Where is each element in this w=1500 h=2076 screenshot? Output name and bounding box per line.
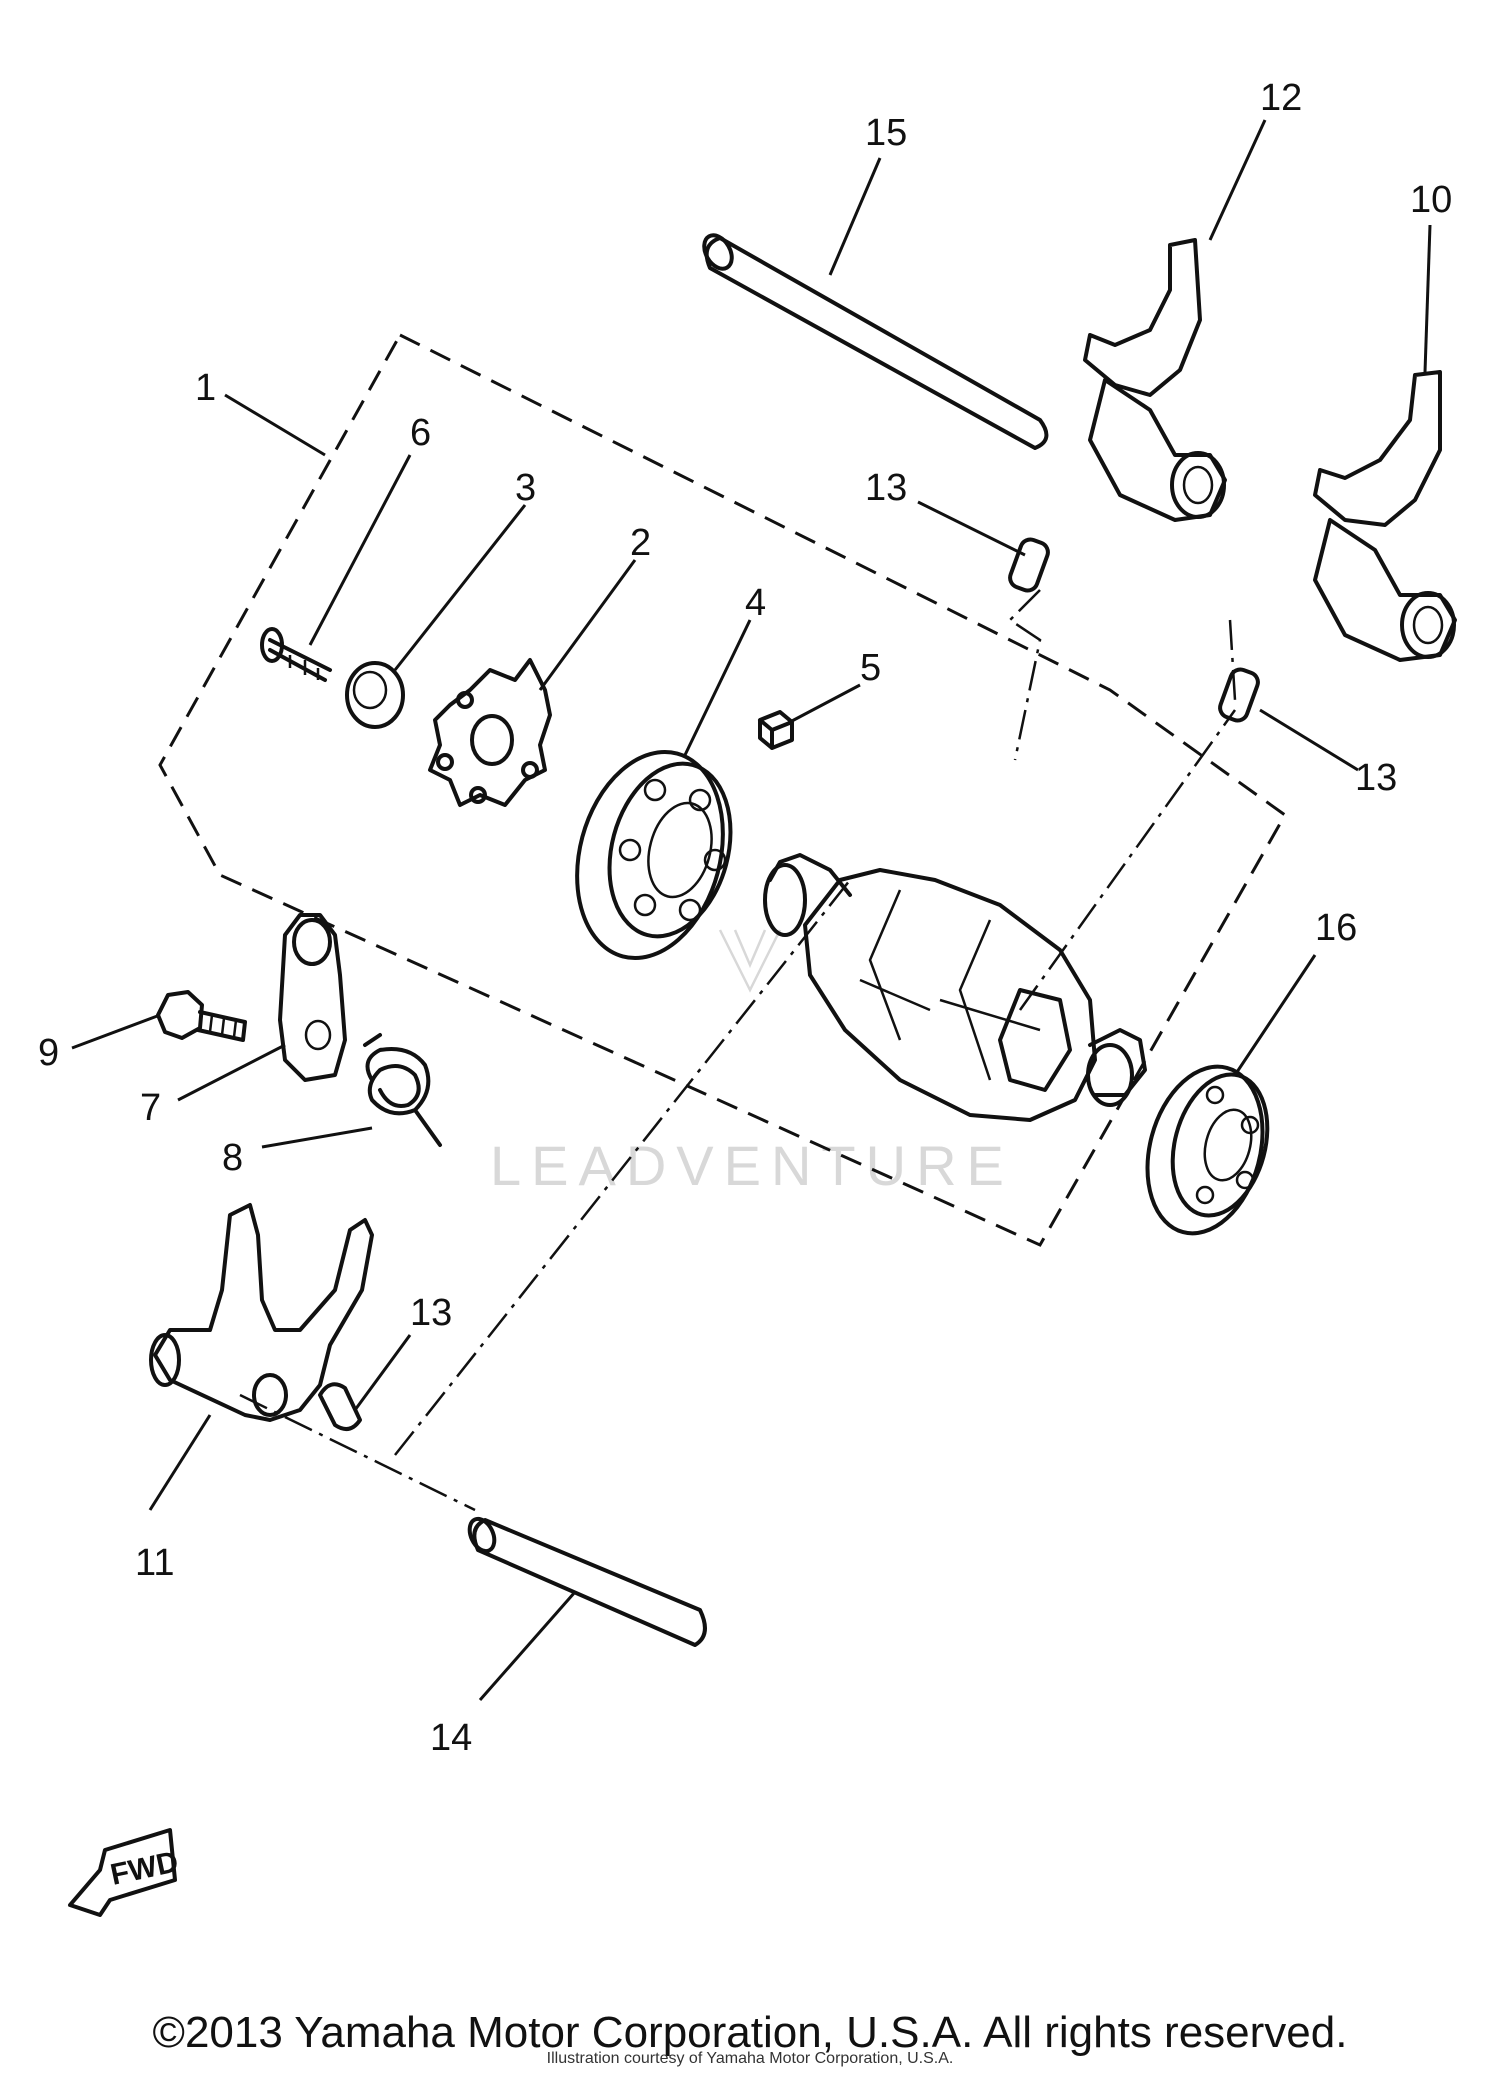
part-13-pin-lower [318,1382,362,1431]
assembly-outline [158,333,1287,1247]
part-12-shift-fork [1083,238,1227,522]
alignment-line-4 [1008,589,1042,761]
callout-13-upper: 13 [865,467,907,509]
watermark-text: LEADVENTURE [490,1134,1014,1197]
callout-12: 12 [1260,77,1302,119]
part-9-bolt [156,990,247,1042]
alignment-line-2 [1018,709,1237,1011]
part-10-shift-fork [1313,370,1457,662]
part-11-shift-fork [149,1203,374,1422]
part-15-guide-bar [702,233,1049,450]
shift-drum [763,853,1147,1122]
leader-lines [71,119,1432,1701]
fwd-arrow-icon: FWD [68,1828,182,1917]
part-13-pin-upper [1008,537,1050,593]
watermark: LEADVENTURE [490,929,1014,1197]
callout-10: 10 [1410,179,1452,221]
part-8-spring [363,1033,442,1147]
alignment-line-3 [1228,619,1237,701]
callout-6: 6 [410,412,431,454]
callout-5: 5 [860,647,881,689]
part-16-bearing [1145,1064,1270,1236]
callout-9: 9 [38,1032,59,1074]
part-7-stopper-lever [278,913,347,1082]
part-4-bearing [575,749,733,961]
callout-14: 14 [430,1717,472,1759]
callout-15: 15 [865,112,907,154]
part-2-star-segment [428,658,552,807]
callout-2: 2 [630,522,651,564]
callout-13-lower: 13 [410,1292,452,1334]
callout-11: 11 [135,1542,174,1584]
callout-8: 8 [222,1137,243,1179]
alignment-line-1 [394,879,851,1456]
callout-13-right: 13 [1355,757,1397,799]
part-5-pin-block [758,710,794,750]
copyright-notice: ©2013 Yamaha Motor Corporation, U.S.A. A… [152,2008,1348,2057]
part-13-pin-right [1218,667,1260,723]
small-print: Illustration courtesy of Yamaha Motor Co… [546,2050,954,2067]
part-6-screw [260,627,332,682]
part-3-washer [345,661,405,729]
callout-7: 7 [140,1087,161,1129]
fwd-label: FWD [108,1845,182,1891]
part-14-guide-bar [467,1516,707,1647]
alignment-line-5 [239,1393,476,1512]
callout-3: 3 [515,467,536,509]
callout-16: 16 [1315,907,1357,949]
callout-1: 1 [195,367,216,409]
callout-4: 4 [745,582,766,624]
